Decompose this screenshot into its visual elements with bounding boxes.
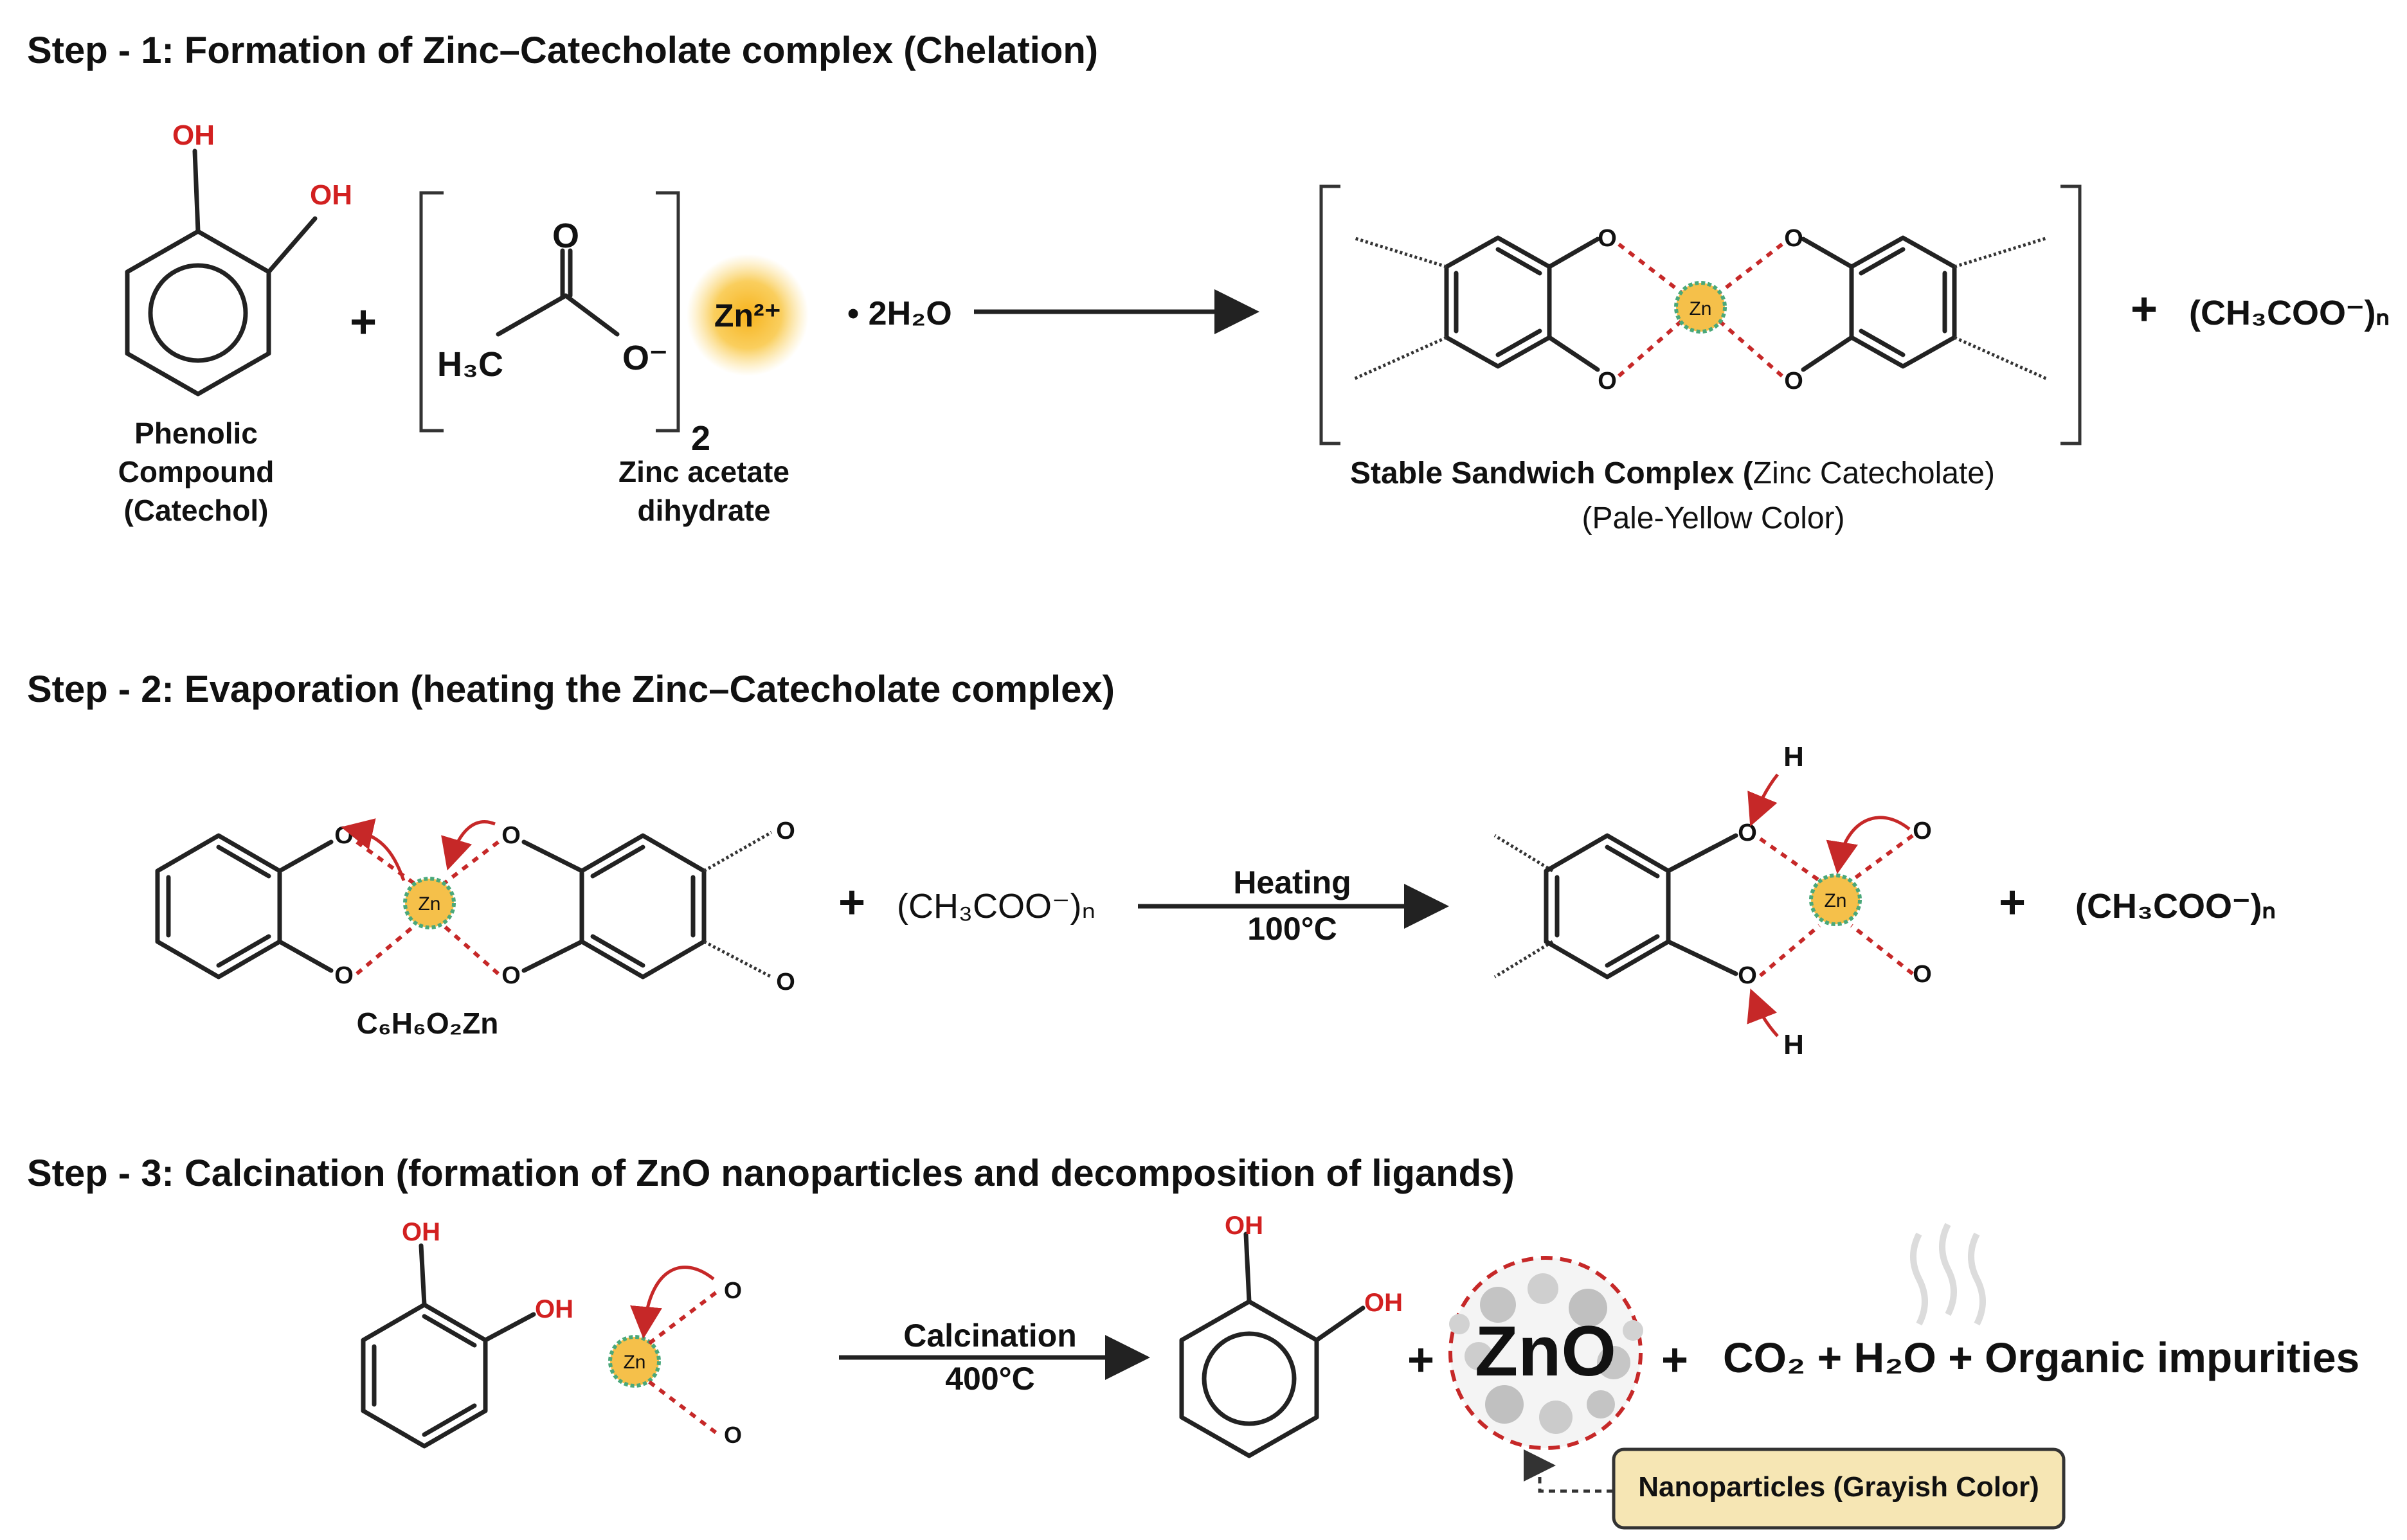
evaporation-reactant: O O Zn O O O O (155, 818, 795, 996)
complex-label-rest: Zinc Catecholate) (1753, 456, 1995, 490)
oh-group: OH (402, 1218, 440, 1246)
carbonyl-oxygen: O (552, 217, 579, 255)
product-zinc: Zn (1824, 890, 1846, 911)
plus-sign: + (838, 877, 865, 928)
complex-label: Stable Sandwich Complex (Zinc Catecholat… (1350, 456, 1995, 490)
hydrate-water: • 2H₂O (847, 295, 952, 332)
reactant-oxygen: O (501, 822, 521, 849)
calcination-oxygen: O (724, 1277, 742, 1303)
acetate-product: (CH₃COO⁻)ₙ (2075, 887, 2276, 926)
calcination-reactant: OH OH Zn O O (361, 1218, 742, 1449)
heating-condition: Heating (1233, 864, 1351, 900)
catechol-structure: OH OH (125, 120, 352, 397)
zno-label: ZnO (1475, 1312, 1616, 1391)
step1-title: Step - 1: Formation of Zinc–Catecholate … (27, 30, 1098, 71)
plus-sign: + (350, 296, 377, 348)
complex-oxygen: O (1784, 225, 1803, 252)
zinc-ion: Zn²⁺ (714, 298, 781, 334)
oh-group: OH (535, 1295, 573, 1323)
oh-right: OH (310, 179, 352, 211)
calcination-condition: Calcination (903, 1318, 1076, 1354)
carboxylate-oxygen: O⁻ (622, 339, 668, 377)
calcination-zinc: Zn (623, 1352, 645, 1373)
compound-label: Compound (118, 455, 275, 488)
oh-group: OH (1364, 1289, 1403, 1317)
dihydrate-label: dihydrate (637, 494, 770, 527)
nano-pointer (1524, 1449, 1614, 1493)
acetate-byproduct: (CH₃COO⁻)ₙ (2189, 294, 2390, 332)
reactant-oxygen: O (334, 962, 354, 989)
plus-sign: + (1661, 1334, 1688, 1386)
product-oxygen: O (1738, 819, 1757, 846)
complex-oxygen: O (1784, 368, 1803, 395)
complex-label-bold: Stable Sandwich Complex ( (1350, 456, 1753, 490)
reactant-oxygen: O (776, 969, 795, 996)
heat-waves-icon (1910, 1222, 1986, 1326)
catechol-product: OH OH (1179, 1212, 1403, 1458)
plus-sign: + (2131, 283, 2158, 335)
acetate-reactant: (CH₃COO⁻)ₙ (897, 887, 1095, 926)
complex-oxygen: O (1598, 368, 1617, 395)
product-hydrogen: H (1783, 1029, 1804, 1061)
step3-title: Step - 3: Calcination (formation of ZnO … (27, 1152, 1515, 1194)
product-oxygen: O (1913, 818, 1932, 845)
evaporation-product: O O H H Zn O O (1493, 741, 1932, 1061)
temperature-100: 100°C (1247, 911, 1337, 947)
oh-group: OH (1225, 1212, 1263, 1240)
zno-nanoparticle: ZnO (1448, 1256, 1643, 1450)
nano-label-box (1612, 1447, 2066, 1530)
methyl-group: H₃C (437, 345, 503, 384)
acetate-structure: O H₃C O⁻ 2 (419, 191, 710, 458)
plus-sign: + (1407, 1334, 1434, 1386)
product-oxygen: O (1913, 961, 1932, 988)
subscript-two: 2 (691, 419, 710, 458)
nano-label: Nanoparticles (Grayish Color) (1638, 1471, 2039, 1503)
phenolic-label: Phenolic (134, 416, 258, 450)
zinc-acetate-label: Zinc acetate (618, 455, 789, 488)
product-oxygen: O (1738, 962, 1757, 989)
complex-zinc: Zn (1689, 298, 1711, 319)
molecular-formula: C₆H₆O₂Zn (357, 1007, 499, 1040)
reactant-oxygen: O (334, 822, 354, 849)
byproducts: CO₂ + H₂O + Organic impurities (1723, 1334, 2359, 1381)
oh-top: OH (172, 120, 215, 151)
reactant-zinc: Zn (418, 893, 440, 915)
plus-sign: + (1999, 877, 2026, 928)
product-hydrogen: H (1783, 741, 1804, 773)
sandwich-complex: O O O O Zn (1319, 184, 2082, 445)
catechol-label: (Catechol) (124, 494, 269, 527)
zinc-ion-glow (687, 254, 809, 376)
step2-title: Step - 2: Evaporation (heating the Zinc–… (27, 668, 1115, 710)
complex-oxygen: O (1598, 225, 1617, 252)
temperature-400: 400°C (945, 1361, 1035, 1397)
complex-color-label: (Pale-Yellow Color) (1582, 501, 1844, 535)
reactant-oxygen: O (501, 962, 521, 989)
calcination-oxygen: O (724, 1422, 742, 1448)
reactant-oxygen: O (776, 818, 795, 845)
